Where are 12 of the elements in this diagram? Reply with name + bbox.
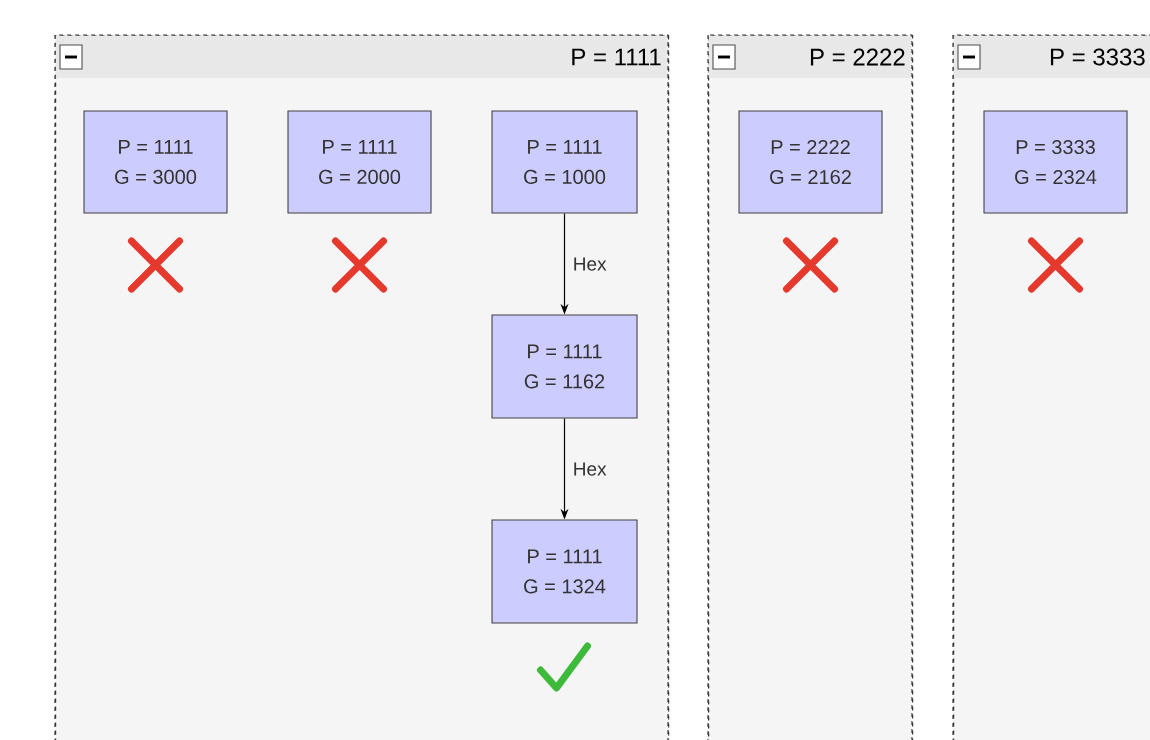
state-box: P = 1111 G = 2000	[287, 110, 432, 214]
lane-title: P = 1111	[572, 48, 661, 66]
state-box: P = 3333 G = 2324	[983, 110, 1128, 214]
lane-title: P = 3333	[1050, 48, 1145, 66]
lane-title: P = 2222	[810, 48, 905, 66]
state-box: P = 1111 G = 1000	[491, 110, 638, 214]
edge-label: Hex	[574, 462, 607, 476]
state-box: P = 1111 G = 1162	[491, 314, 638, 419]
state-box: P = 2222 G = 2162	[738, 110, 883, 214]
state-box: P = 1111 G = 3000	[83, 110, 228, 214]
state-box: P = 1111 G = 1324	[491, 519, 638, 624]
edge-label: Hex	[574, 257, 607, 271]
